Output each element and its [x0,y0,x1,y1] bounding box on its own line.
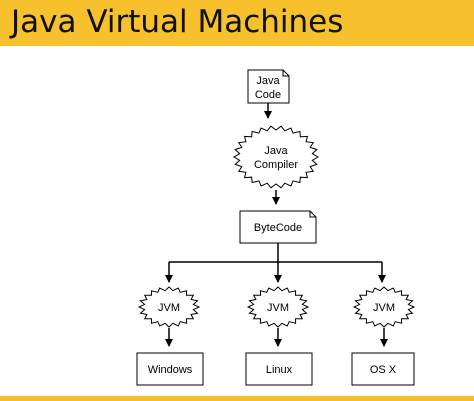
platform-box-linux: Linux [245,352,313,386]
jvm-node-osx: JVM [352,286,416,328]
platform-box-windows: Windows [136,352,204,386]
java-code-label-line1: Java [256,75,280,87]
page-title: Java Virtual Machines [11,4,344,40]
java-code-document: Java Code [247,69,290,104]
jvm-node-windows: JVM [137,286,201,328]
footer-bar [0,396,474,401]
compiler-burst-shape [233,125,319,189]
java-compiler-node: Java Compiler [233,125,319,189]
platform-label: Windows [148,364,193,376]
java-code-label-line2: Code [255,89,281,101]
bytecode-label: ByteCode [254,222,302,234]
jvm-label: JVM [158,302,180,314]
platform-label: OS X [370,364,397,376]
bytecode-document: ByteCode [239,210,317,244]
title-bar: Java Virtual Machines [0,0,474,46]
platform-box-osx: OS X [351,352,415,386]
jvm-node-linux: JVM [246,286,310,328]
jvm-label: JVM [267,302,289,314]
platform-label: Linux [266,364,293,376]
jvm-label: JVM [373,302,395,314]
distribution-connector [165,243,386,283]
compiler-label-line2: Compiler [254,159,298,171]
compiler-label-line1: Java [264,145,288,157]
